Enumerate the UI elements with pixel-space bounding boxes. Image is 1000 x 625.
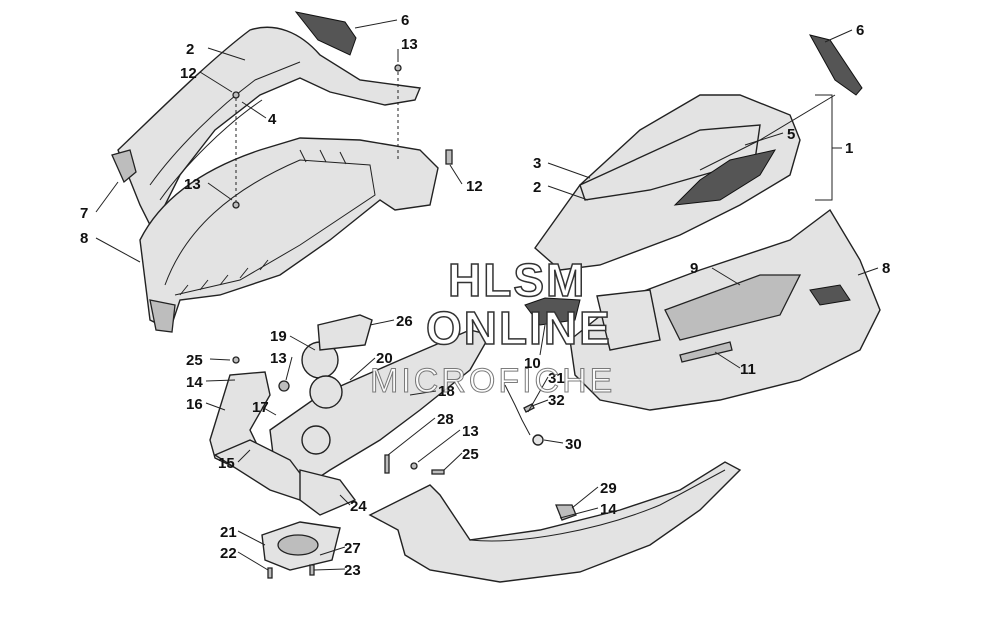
callout-23: 23 [344,562,361,579]
trim-item-11 [679,341,733,363]
callout-14-right: 14 [600,501,617,518]
lower-left-assembly [209,314,492,579]
vent-grille-item-10 [524,297,581,326]
fastener-item-25-left [232,356,240,364]
callout-25-left: 25 [186,352,203,369]
cable-end-item-30 [532,434,544,446]
watermark: HLSM ONLINE MICROFICHE [370,253,615,400]
decal-item-9 [596,289,661,351]
vent-right-nose [809,284,851,306]
callout-11: 11 [740,361,756,378]
belly-pan-rail [469,469,726,542]
fastener-item-13-right [410,462,418,470]
lower-hood-opening [164,159,376,296]
fastener-13-upper [394,64,402,72]
hood-panel-upper-left-inner [149,61,301,201]
callout-13-top: 13 [401,36,418,53]
callout-13-mid: 13 [184,176,201,193]
callout-30: 30 [565,436,582,453]
callout-17: 17 [252,399,269,416]
decal-item-5 [673,149,777,206]
callout-8-right: 8 [882,260,890,277]
callout-12-right: 12 [466,178,483,195]
port-lower [301,425,331,455]
callout-15: 15 [218,455,235,472]
callout-22: 22 [220,545,237,562]
callout-3: 3 [533,155,541,172]
belly-pan-item-14 [368,461,742,583]
callout-21: 21 [220,524,237,541]
fastener-item-13-lower [278,380,290,392]
gasket-item-26 [317,314,373,351]
callout-6-left: 6 [401,12,409,29]
lower-bracket-item-24 [299,469,357,516]
callout-18: 18 [438,383,455,400]
callout-6-right: 6 [856,22,864,39]
leader-lines [95,19,879,571]
callout-12-upper: 12 [180,65,197,82]
port-middle [309,375,343,409]
lower-hood-body-left [139,137,439,331]
vent-grille-right [809,34,863,96]
callout-16: 16 [186,396,203,413]
screw-12-right [445,149,453,165]
callout-9: 9 [690,260,698,277]
callout-14-left: 14 [186,374,203,391]
hood-panel-upper-left [117,26,421,227]
callout-27: 27 [344,540,361,557]
callout-25-right: 25 [462,446,479,463]
callout-5: 5 [787,126,795,143]
fastener-item-28 [384,454,390,474]
callout-29: 29 [600,480,617,497]
fastener-item-23 [309,564,315,576]
callout-13-lower: 13 [270,350,287,367]
callout-labels: 6 13 2 12 4 13 12 7 8 6 1 5 3 2 9 8 11 1… [80,12,890,579]
callout-1: 1 [845,140,853,157]
callout-20: 20 [376,350,393,367]
fastener-13-lower [232,201,240,209]
callout-13-right: 13 [462,423,479,440]
callout-19: 19 [270,328,287,345]
callout-10: 10 [524,355,541,372]
side-panel-lower-inner [664,274,802,341]
clip-item-29 [555,504,577,521]
side-badge-left [111,149,137,184]
watermark-line-3: MICROFICHE [370,362,615,400]
plate-opening [277,534,319,556]
callout-24: 24 [350,498,367,515]
lower-hood-nose [149,299,176,333]
callout-28: 28 [437,411,454,428]
watermark-line-1: HLSM [448,254,586,306]
fastener-12-upper [232,91,240,99]
callout-31: 31 [548,370,565,387]
callout-32: 32 [548,392,565,409]
belly-pan-assembly [368,384,742,583]
callout-4: 4 [268,111,277,128]
upper-left-hood-assembly [111,11,453,333]
vent-grille-left [294,11,357,56]
watermark-line-2: ONLINE [426,302,612,354]
lower-hood-ribs [179,149,347,296]
screw-item-25-right [431,469,445,475]
callout-2-left: 2 [186,41,194,58]
callout-2-right: 2 [533,179,541,196]
fastener-item-22 [267,567,273,579]
cable-item-31 [504,384,531,436]
callout-26: 26 [396,313,413,330]
upper-right-panel-assembly [524,34,881,411]
callout-7: 7 [80,205,88,222]
group-bracket-item-1 [815,94,842,201]
callout-8-left: 8 [80,230,88,247]
